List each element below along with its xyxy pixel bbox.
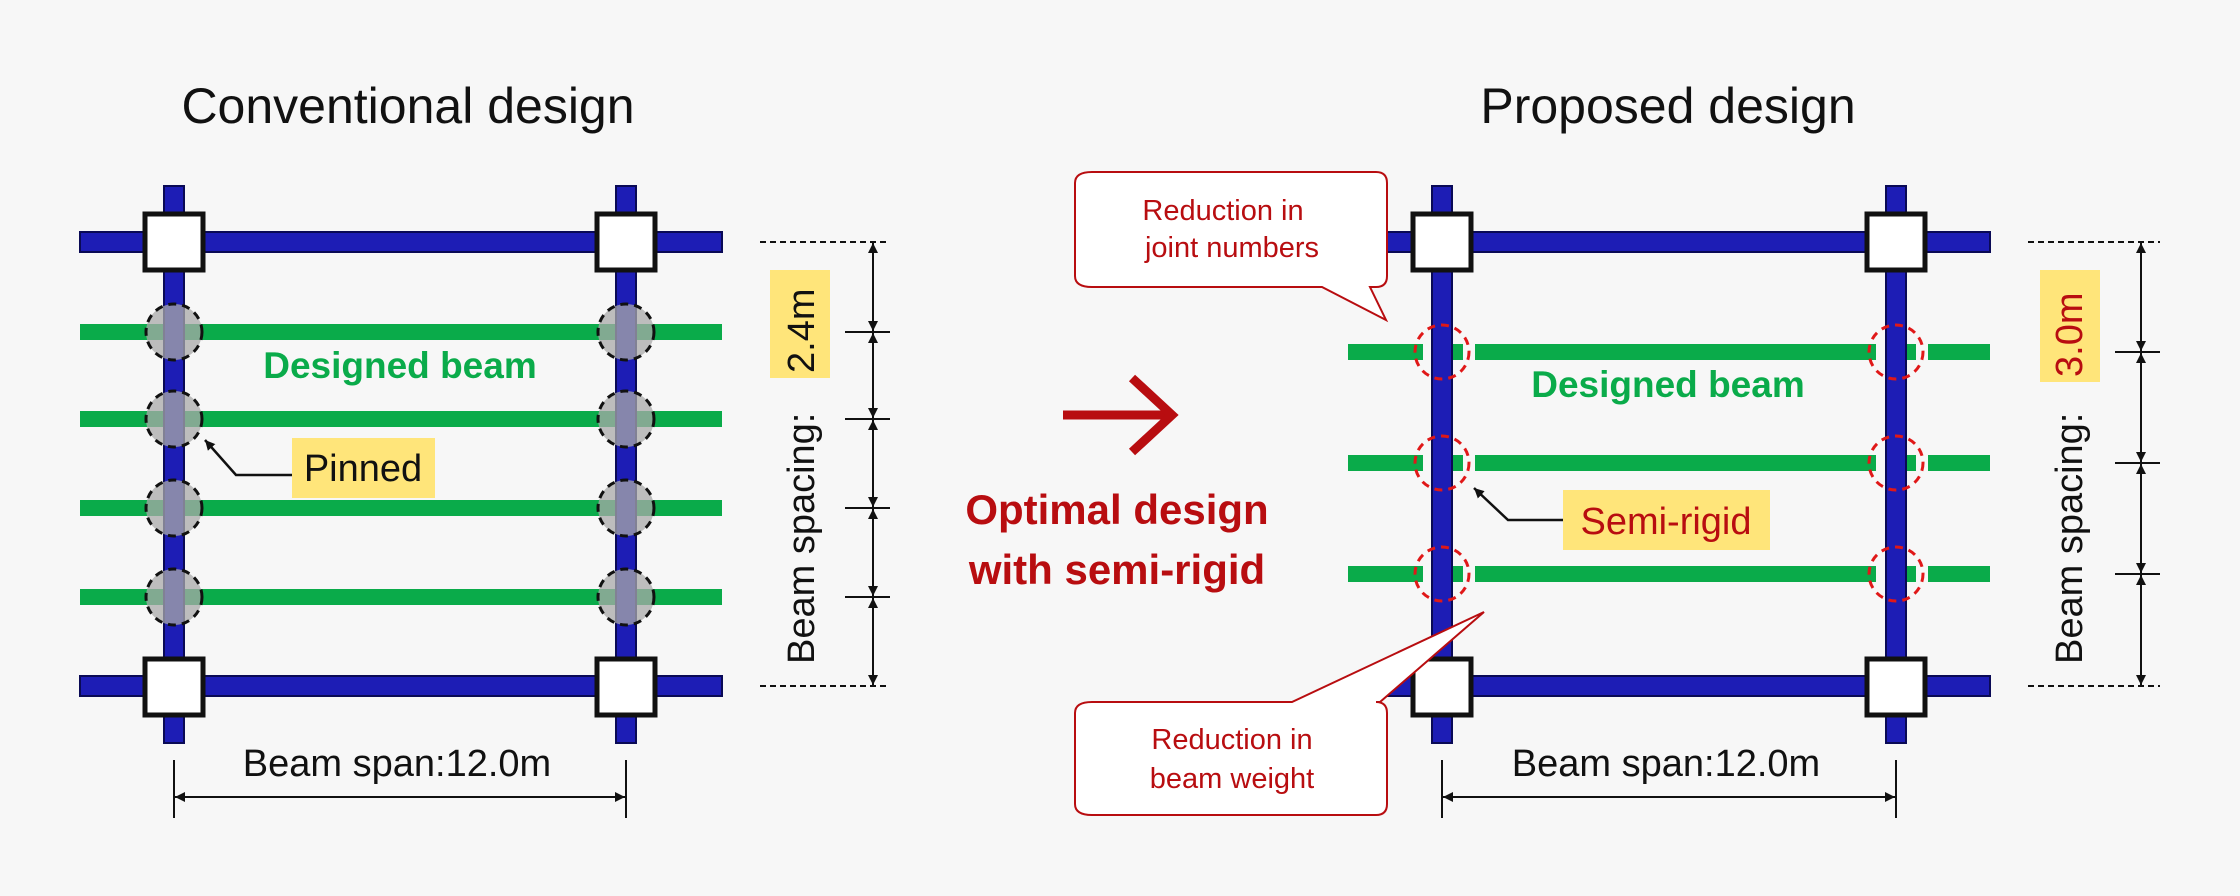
proposed-girders	[1347, 185, 1991, 744]
column-box	[142, 211, 206, 273]
column-box	[594, 211, 658, 273]
beam	[1348, 344, 1990, 360]
pinned-joint	[144, 302, 204, 362]
spacing-label: Beam spacing:	[781, 413, 823, 664]
beam	[80, 500, 722, 516]
proposed-spacing-dimension: Beam spacing: 3.0m	[2028, 241, 2160, 687]
beam	[80, 324, 722, 340]
beam	[80, 411, 722, 427]
spacing-value: 2.4m	[781, 289, 823, 373]
proposed-beams	[1348, 340, 1990, 586]
pinned-highlight	[292, 438, 435, 498]
beam	[80, 589, 722, 605]
pinned-leader-line	[204, 439, 295, 477]
span-label: Beam span:12.0m	[243, 743, 551, 785]
column-box	[142, 656, 206, 718]
conventional-design-panel: Conventional design	[79, 78, 890, 818]
transition-line1: Optimal design	[965, 486, 1268, 533]
designed-beam-label: Designed beam	[263, 345, 536, 386]
callout-top-line2: joint numbers	[1144, 232, 1319, 264]
designed-beam-label: Designed beam	[1531, 364, 1804, 405]
semi-rigid-leader-line	[1473, 487, 1565, 522]
transition: Optimal design with semi-rigid	[965, 374, 1269, 593]
conventional-span-dimension: Beam span:12.0m	[173, 743, 627, 818]
semi-rigid-label: Semi-rigid	[1580, 501, 1751, 543]
right-arrow-icon	[1063, 374, 1179, 456]
semi-rigid-joint	[1867, 545, 1925, 603]
semi-rigid-joint	[1867, 323, 1925, 381]
column-box	[1864, 656, 1928, 718]
transition-line2: with semi-rigid	[968, 546, 1265, 593]
pinned-joint	[144, 389, 204, 449]
spacing-label: Beam spacing:	[2049, 413, 2091, 664]
beam	[1348, 455, 1990, 471]
pinned-joint	[596, 389, 656, 449]
pinned-joint	[596, 567, 656, 627]
spacing-value-highlight	[2040, 270, 2100, 382]
semi-rigid-joint	[1413, 545, 1471, 603]
span-label: Beam span:12.0m	[1512, 743, 1820, 785]
column-box	[594, 656, 658, 718]
pinned-joint	[144, 478, 204, 538]
column-box	[1864, 211, 1928, 273]
pinned-label: Pinned	[304, 448, 422, 490]
semi-rigid-joint	[1413, 434, 1471, 492]
callout-top-line1: Reduction in	[1142, 195, 1303, 227]
spacing-value-highlight	[770, 270, 830, 378]
column-boxes	[142, 211, 658, 718]
semi-rigid-joint	[1413, 323, 1471, 381]
proposed-design-panel: Proposed design	[1074, 78, 2160, 818]
conventional-spacing-dimension: Beam spacing: 2.4m	[760, 241, 890, 687]
girder	[79, 675, 723, 697]
proposed-span-dimension: Beam span:12.0m	[1441, 743, 1897, 818]
column-boxes	[1410, 211, 1928, 718]
conventional-title: Conventional design	[181, 78, 634, 134]
pinned-joints	[144, 302, 656, 627]
callout-bottom-line1: Reduction in	[1151, 724, 1312, 756]
proposed-title: Proposed design	[1480, 78, 1855, 134]
column-box	[1410, 211, 1474, 273]
semi-rigid-joint	[1867, 434, 1925, 492]
column-box	[1410, 656, 1474, 718]
girder	[79, 231, 723, 253]
pinned-joint	[596, 302, 656, 362]
callout-joint-numbers: Reduction in joint numbers	[1074, 171, 1389, 323]
semi-rigid-joints	[1413, 323, 1925, 603]
callout-bottom-line2: beam weight	[1150, 763, 1314, 795]
semi-rigid-highlight	[1563, 490, 1770, 550]
spacing-value: 3.0m	[2049, 293, 2091, 377]
pinned-joint	[596, 478, 656, 538]
callout-beam-weight: Reduction in beam weight	[1074, 611, 1485, 816]
beam	[1348, 566, 1990, 582]
pinned-joint	[144, 567, 204, 627]
conventional-beams	[80, 324, 722, 605]
